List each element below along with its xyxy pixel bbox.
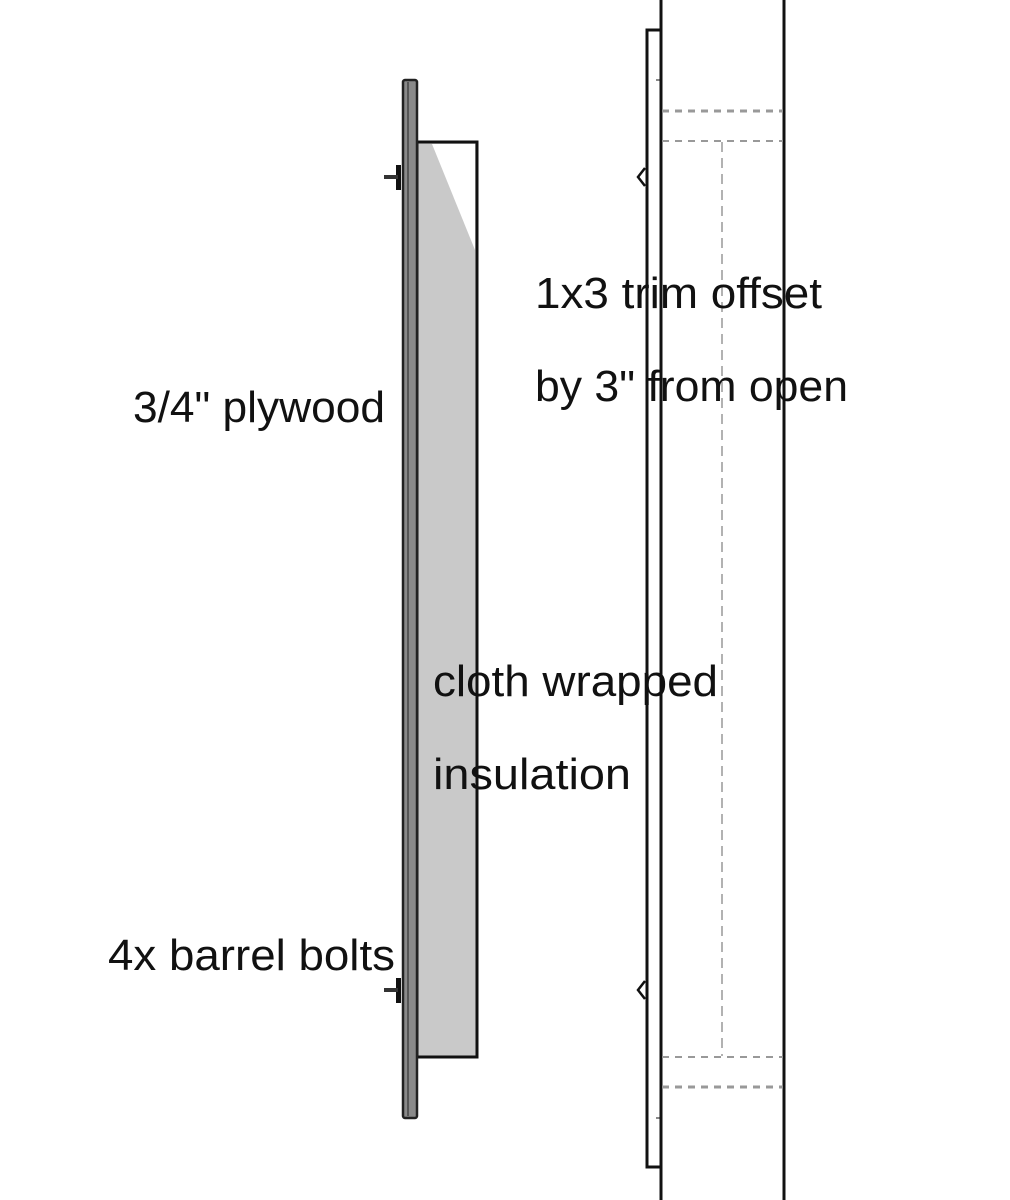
hidden-lines (662, 109, 783, 1089)
trim-label-line1: 1x3 trim offset (535, 269, 822, 318)
plywood-board (401, 78, 419, 1120)
trim-label-line2: by 3" from open (535, 362, 848, 411)
plywood-label: 3/4" plywood (133, 383, 385, 432)
insulation-label-line2: insulation (433, 750, 631, 799)
barrel-bolt-icon (384, 165, 401, 1003)
trim-board (645, 28, 661, 1169)
insulation-label-line1: cloth wrapped (433, 657, 718, 706)
barrel-bolt-keeper-icon (636, 167, 646, 1000)
bolts-label: 4x barrel bolts (108, 931, 395, 980)
insulation-panel (415, 140, 479, 1059)
door-jamb (659, 0, 786, 1200)
